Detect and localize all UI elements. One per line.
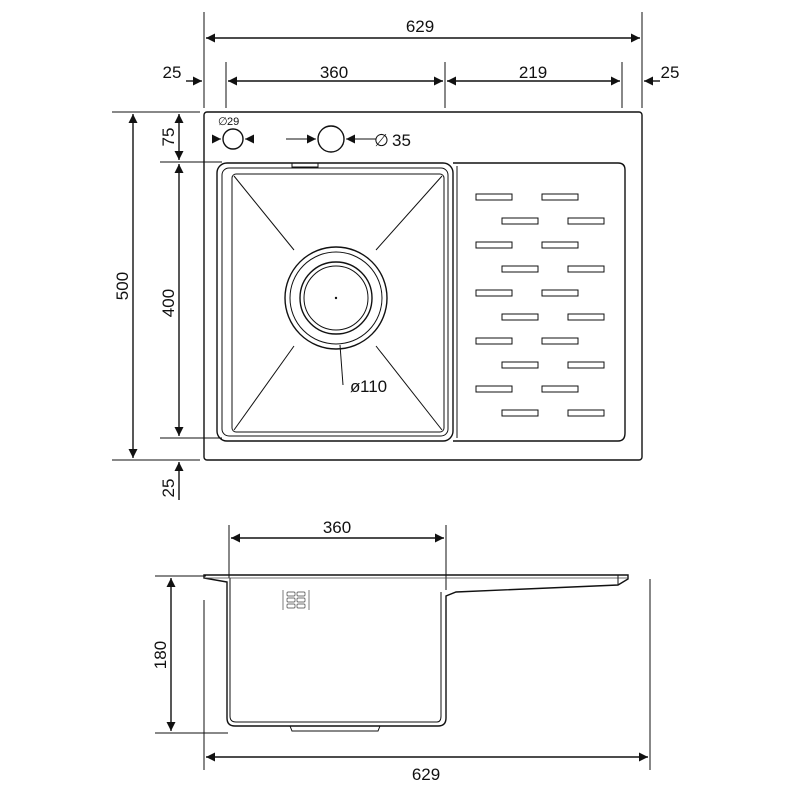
dimension-label-drain-hole: 110 <box>360 377 387 396</box>
dimension-label-bowl-width: 360 <box>320 63 348 82</box>
dimension-overall-width: 629 <box>206 17 640 43</box>
bowl <box>216 162 454 442</box>
drain-hole <box>284 246 388 350</box>
side-dimension-bowl-width: 360 <box>228 518 447 590</box>
dimension-label-overall-width: 629 <box>406 17 434 36</box>
dimension-label-right-margin: 25 <box>661 63 680 82</box>
overflow-hole: ∅ 35 <box>286 125 411 153</box>
drain-label-group: ø 110 <box>339 344 387 396</box>
dimension-label-tap-hole: 29 <box>227 116 239 128</box>
top-view: 629 25 360 219 25 500 75 <box>112 12 679 500</box>
dimension-label-drainer-width: 219 <box>519 63 547 82</box>
extension-lines-left <box>112 111 222 461</box>
dimension-column-depths: 75 400 25 <box>159 114 184 500</box>
dimension-label-overflow-hole: 35 <box>392 131 411 150</box>
side-profile <box>203 574 629 732</box>
drainer-slots <box>475 193 605 417</box>
drain-symbol: ø <box>350 377 360 396</box>
overflow-grille <box>282 590 310 610</box>
side-dimension-label-bowl-width: 360 <box>323 518 351 537</box>
dimension-overall-depth: 500 <box>113 114 138 458</box>
dimension-row-widths: 25 360 219 25 <box>163 63 680 86</box>
tap-hole-symbol: ∅ <box>218 116 228 128</box>
side-dimension-height: 180 <box>151 575 228 734</box>
sink-outline <box>203 111 643 461</box>
dimension-label-overall-depth: 500 <box>113 272 132 300</box>
side-view: 360 180 <box>151 518 651 784</box>
dimension-label-front-margin: 25 <box>159 479 178 498</box>
side-dimension-label-overall-width: 629 <box>412 765 440 784</box>
overflow-symbol: ∅ <box>374 131 389 150</box>
dimension-label-bowl-depth: 400 <box>159 289 178 317</box>
side-dimension-overall-width: 629 <box>203 579 651 784</box>
tap-hole: ∅ 29 <box>212 116 254 150</box>
dimension-label-back-margin: 75 <box>159 128 178 147</box>
side-dimension-label-height: 180 <box>151 641 170 669</box>
extension-lines-top <box>203 12 643 108</box>
drainer <box>453 162 626 442</box>
dimension-label-left-margin: 25 <box>163 63 182 82</box>
